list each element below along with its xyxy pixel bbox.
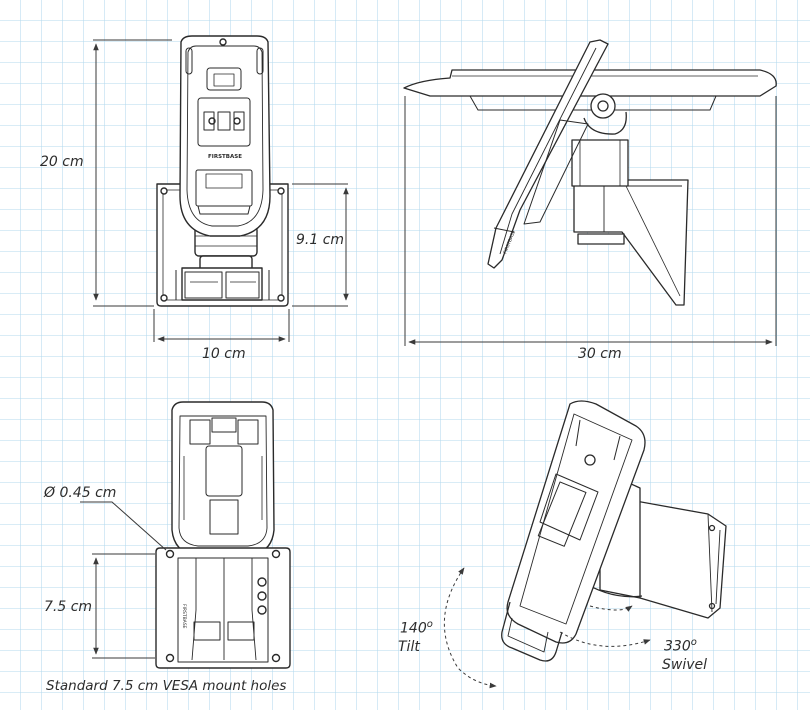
perspective-view — [501, 400, 727, 662]
tilt-arrow — [443, 567, 497, 689]
tilt-angle-value: 140 — [400, 620, 427, 637]
swivel-angle-value: 330 — [664, 638, 691, 655]
side-dimensions — [404, 96, 777, 346]
front-height-label: 20 cm — [40, 154, 84, 170]
side-width-label: 30 cm — [578, 346, 622, 362]
tilt-angle-label: 140o — [400, 619, 433, 637]
perspective-cradle — [506, 400, 646, 644]
tilt-label: Tilt — [398, 639, 420, 655]
base-width-label: 10 cm — [202, 346, 246, 362]
back-dimensions — [80, 501, 167, 659]
back-cradle — [171, 401, 275, 557]
side-view — [403, 39, 777, 306]
vesa-hole-tl — [165, 549, 175, 559]
front-view — [156, 35, 289, 307]
tilt-degree-symbol: o — [426, 619, 433, 630]
front-brand-text: FIRSTBASE — [208, 154, 242, 160]
base-height-label: 9.1 cm — [296, 232, 345, 248]
vesa-spacing-label: 7.5 cm — [44, 599, 93, 615]
back-view — [155, 401, 291, 669]
vesa-caption: Standard 7.5 cm VESA mount holes — [46, 678, 287, 694]
vesa-hole-br — [271, 653, 281, 663]
side-wall-bracket — [573, 179, 689, 306]
front-dimensions — [93, 39, 349, 342]
front-cradle — [179, 35, 271, 237]
swivel-angle-label: 330o — [664, 637, 697, 655]
side-top-plate — [403, 69, 777, 97]
hole-diameter-label: Ø 0.45 cm — [44, 485, 117, 501]
vesa-hole-tr — [271, 549, 281, 559]
swivel-label: Swivel — [662, 657, 708, 673]
base-brand-text: FIRSTBASE — [181, 604, 187, 629]
swivel-degree-symbol: o — [690, 637, 697, 648]
rotation-arrows — [443, 567, 651, 689]
vesa-plate — [155, 547, 291, 669]
vesa-hole-bl — [165, 653, 175, 663]
